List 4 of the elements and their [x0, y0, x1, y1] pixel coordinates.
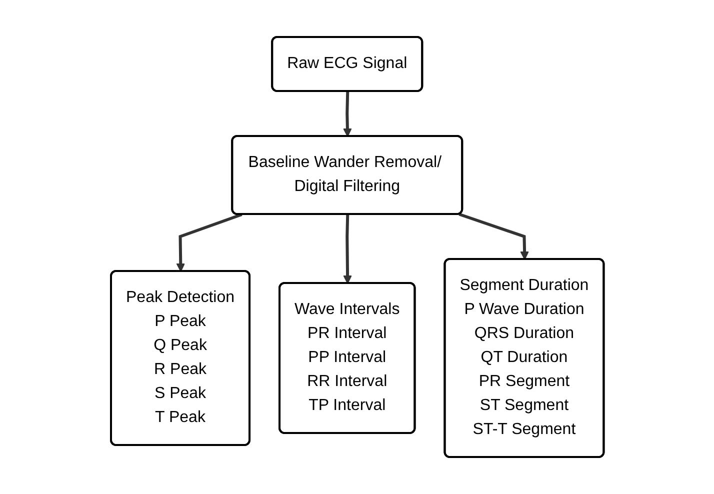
arrow — [176, 213, 242, 272]
arrow — [458, 212, 529, 260]
arrow — [342, 91, 352, 137]
arrow — [342, 214, 352, 284]
